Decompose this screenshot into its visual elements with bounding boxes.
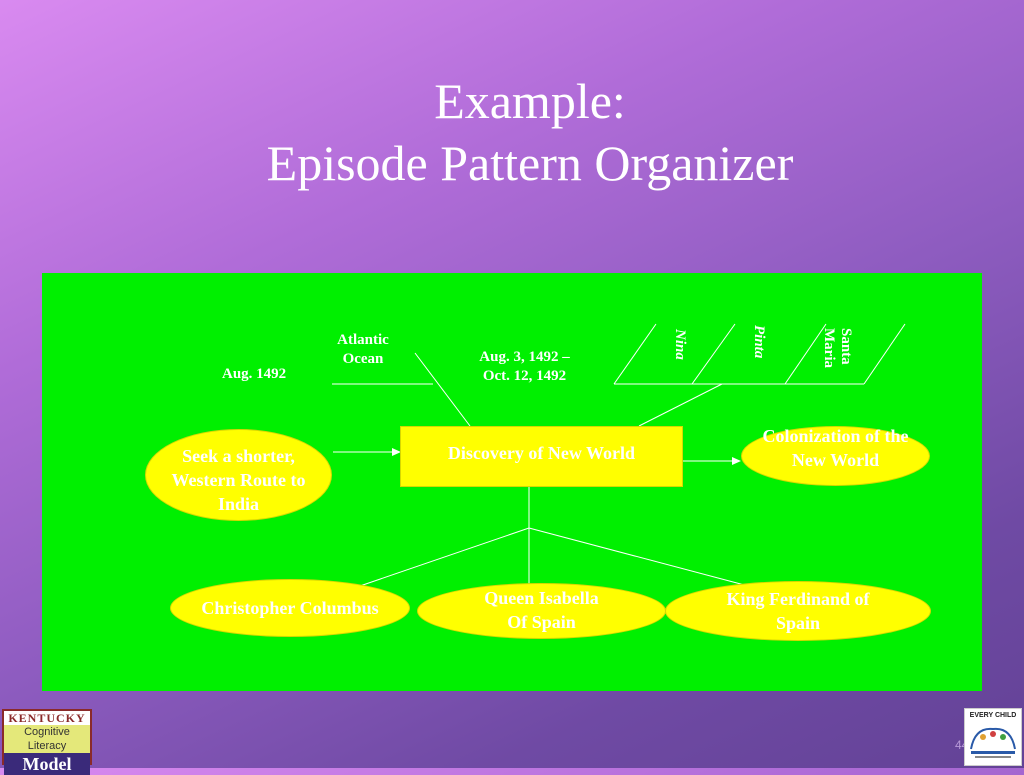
place-label: Atlantic Ocean <box>328 331 398 369</box>
people-branch-1 <box>356 527 530 588</box>
logo-right-top: EVERY CHILD <box>969 712 1017 719</box>
ship-slant-4 <box>863 323 906 385</box>
person-isabella-line-2: Of Spain <box>507 612 576 632</box>
kentucky-cognitive-literacy-logo: KENTUCKY Cognitive Literacy Model <box>2 709 92 775</box>
place-connector <box>414 352 471 427</box>
ship-santa-maria: Santa Maria <box>821 328 854 368</box>
place-line-2: Ocean <box>342 351 384 367</box>
cause-line-1: Seek a shorter, <box>182 446 295 466</box>
dates-line-2: Oct. 12, 1492 <box>482 368 567 384</box>
connector-lines <box>332 323 906 588</box>
person-columbus-node: Christopher Columbus <box>170 579 410 637</box>
cause-node: Seek a shorter, Western Route to India <box>145 429 332 521</box>
ship-slant-3 <box>784 323 827 385</box>
ship-slant-1 <box>613 323 657 385</box>
title-line-1: Example: <box>434 73 626 129</box>
effect-node: Colonization of the New World <box>741 426 930 486</box>
logo-left-mid: Cognitive Literacy <box>4 725 90 753</box>
dates-label: Aug. 3, 1492 – Oct. 12, 1492 <box>467 348 582 386</box>
ship-pinta: Pinta <box>751 325 767 359</box>
cause-line-3: India <box>217 494 260 514</box>
every-child-logo: EVERY CHILD <box>964 708 1022 766</box>
person-ferdinand-line-1: King Ferdinand of <box>726 589 870 609</box>
episode-label: Discovery of New World <box>447 443 636 463</box>
time-label: Aug. 1492 <box>222 366 287 382</box>
cause-line-2: Western Route to <box>171 470 306 490</box>
logo-left-bot: Model <box>4 753 90 775</box>
ships-connector <box>638 383 723 427</box>
logo-left-top: KENTUCKY <box>4 711 90 725</box>
dates-line-1: Aug. 3, 1492 – <box>479 349 570 365</box>
effect-line-1: Colonization of the <box>762 426 909 446</box>
ship-nina: Nina <box>672 329 688 360</box>
every-child-emblem-icon <box>970 727 1016 758</box>
place-line-1: Atlantic <box>337 332 389 348</box>
people-branch-3 <box>528 527 753 588</box>
slide-title: Example: Episode Pattern Organizer <box>0 70 1024 194</box>
ship-slant-2 <box>691 323 736 385</box>
effect-arrow-head <box>732 457 741 465</box>
person-ferdinand-node: King Ferdinand of Spain <box>665 581 931 641</box>
person-isabella-line-1: Queen Isabella <box>484 588 599 608</box>
person-isabella-node: Queen Isabella Of Spain <box>417 583 666 639</box>
person-columbus-label: Christopher Columbus <box>201 598 379 618</box>
title-line-2: Episode Pattern Organizer <box>266 135 794 191</box>
episode-node: Discovery of New World <box>400 426 683 487</box>
effect-line-2: New World <box>791 450 880 470</box>
cause-arrow-head <box>392 448 401 456</box>
episode-organizer-diagram: Aug. 1492 Atlantic Ocean Aug. 3, 1492 – … <box>42 273 982 691</box>
person-ferdinand-line-2: Spain <box>775 613 821 633</box>
